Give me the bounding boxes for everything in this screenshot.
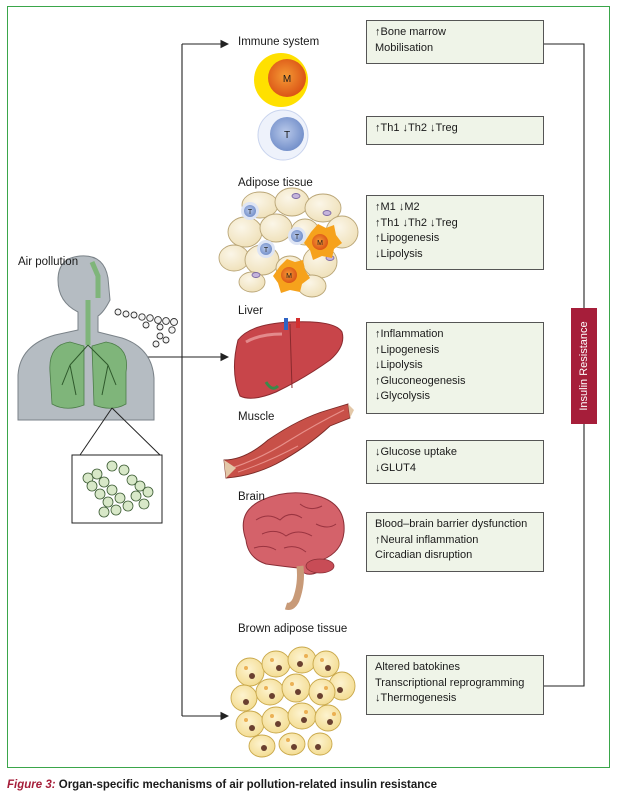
- human-lungs-illustration: [17, 255, 178, 524]
- figure-caption-text: Organ-specific mechanisms of air polluti…: [55, 779, 438, 791]
- effect-box-muscle: ↓Glucose uptake ↓GLUT4: [366, 440, 544, 484]
- adipose-macrophage-label-1: M: [317, 240, 323, 247]
- adipose-tcell-label-2: T: [264, 247, 269, 254]
- brain-illustration: [242, 492, 345, 610]
- liver-illustration: [234, 318, 344, 399]
- effect-box-adipose: ↑M1 ↓M2 ↑Th1 ↓Th2 ↓Treg ↑Lipogenesis ↓Li…: [366, 195, 544, 270]
- tcell-label: T: [284, 130, 290, 141]
- insulin-resistance-bar: Insulin Resistance: [571, 308, 597, 424]
- adipose-immune-cells: [241, 202, 342, 293]
- effect-box-immune-2: ↑Th1 ↓Th2 ↓Treg: [366, 116, 544, 145]
- effect-box-brain: Blood–brain barrier dysfunction ↑Neural …: [366, 512, 544, 572]
- figure-caption: Figure 3: Organ-specific mechanisms of a…: [7, 779, 437, 791]
- connector-lines: [130, 39, 585, 721]
- adipose-macrophage-label-2: M: [286, 273, 292, 280]
- effect-box-immune-1: ↑Bone marrow Mobilisation: [366, 20, 544, 64]
- brain-label: Brain: [238, 491, 265, 503]
- immune-system-label: Immune system: [238, 36, 320, 48]
- macrophage-label: M: [283, 74, 291, 85]
- adipose-tcell-label-3: T: [295, 234, 300, 241]
- muscle-illustration: [223, 403, 354, 479]
- brown-adipose-illustration: [230, 646, 356, 758]
- immune-cells: [254, 53, 309, 161]
- brown-adipose-label: Brown adipose tissue: [238, 623, 348, 635]
- adipose-tcell-label-1: T: [248, 209, 253, 216]
- adipose-tissue-label: Adipose tissue: [238, 177, 313, 189]
- muscle-label: Muscle: [238, 411, 275, 423]
- air-pollution-label: Air pollution: [18, 256, 79, 268]
- insulin-resistance-label: Insulin Resistance: [578, 321, 590, 411]
- liver-label: Liver: [238, 305, 263, 317]
- effect-box-brown-adipose: Altered batokines Transcriptional reprog…: [366, 655, 544, 715]
- figure-number: Figure 3:: [7, 779, 56, 791]
- effect-box-liver: ↑Inflammation ↑Lipogenesis ↓Lipolysis ↑G…: [366, 322, 544, 414]
